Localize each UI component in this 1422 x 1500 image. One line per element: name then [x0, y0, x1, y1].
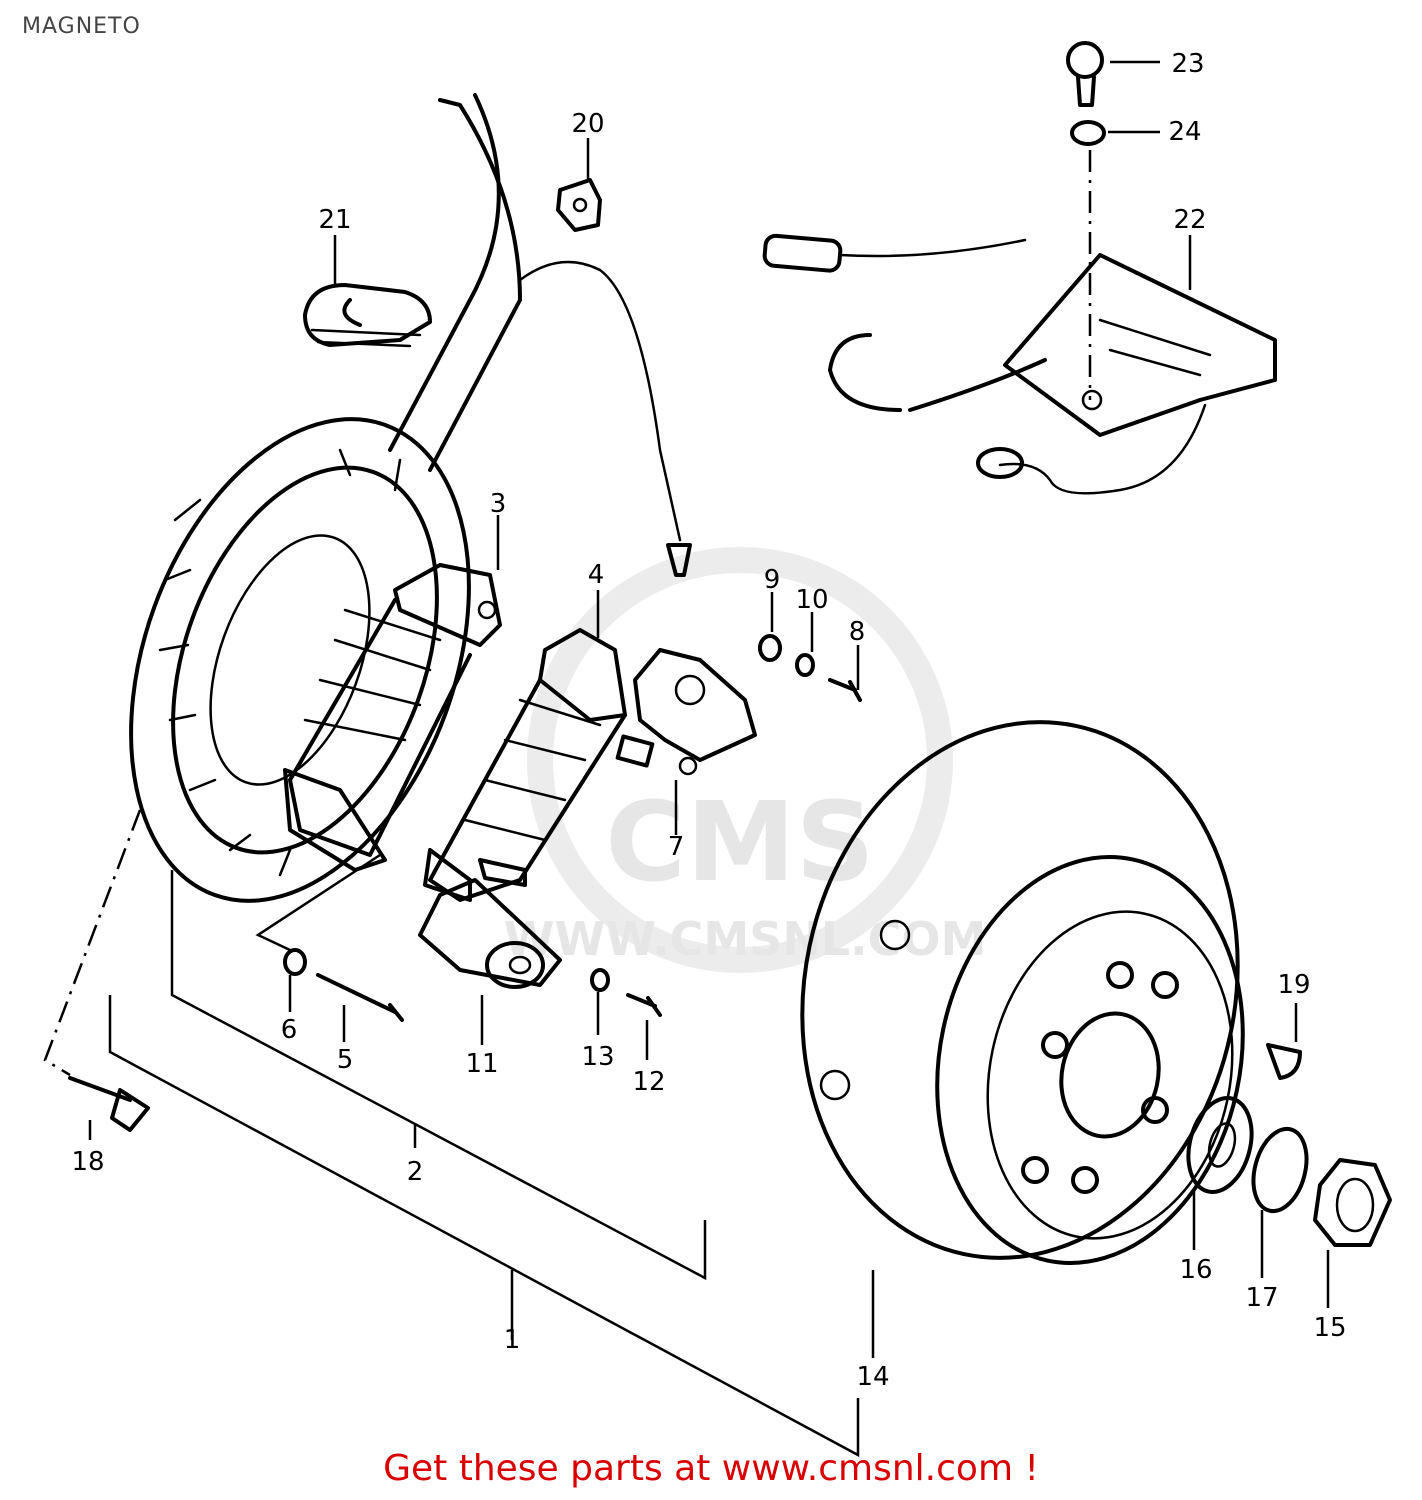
stator-wire-harness [388, 93, 692, 577]
part-5-screw [316, 973, 404, 1022]
part-3-lighting-coil [283, 563, 502, 872]
callout-19: 19 [1277, 970, 1310, 1000]
part-16-washer [1186, 1095, 1254, 1195]
part-24-washer [1070, 120, 1106, 146]
part-20-clamp [556, 178, 602, 232]
part-13-washer [590, 968, 610, 992]
callout-5: 5 [337, 1045, 354, 1075]
callout-8: 8 [849, 617, 866, 647]
callout-2: 2 [407, 1157, 424, 1187]
bracket-part-2 [170, 870, 707, 1281]
callout-21: 21 [318, 205, 351, 235]
callout-14: 14 [856, 1362, 889, 1392]
part-14-flywheel-rotor [800, 720, 1245, 1265]
rotor-nut-and-washers [1186, 1095, 1392, 1247]
part-10-washer [795, 653, 815, 677]
watermark-brand: CMS [605, 778, 874, 906]
callout-1: 1 [504, 1325, 521, 1355]
callout-7: 7 [668, 832, 685, 862]
part-19-key [1266, 1043, 1302, 1080]
part-9-washer [758, 634, 782, 662]
part-21-grommet [303, 283, 432, 348]
part-6-washer [283, 948, 307, 976]
callout-17: 17 [1245, 1283, 1278, 1313]
part-8-screw [828, 678, 862, 702]
callout-23: 23 [1171, 49, 1204, 79]
part-4-ignition-coil [423, 628, 627, 902]
callout-11: 11 [465, 1049, 498, 1079]
leader-lines [88, 60, 1330, 1358]
callout-16: 16 [1179, 1255, 1212, 1285]
callout-10: 10 [795, 585, 828, 615]
part-17-lock-washer [1251, 1126, 1309, 1214]
page-title: MAGNETO [22, 14, 141, 39]
part-22-capacitor-assembly [762, 233, 1277, 495]
part-18-bolt [68, 1076, 150, 1132]
bracket-part-2-inner [255, 853, 381, 952]
callout-3: 3 [490, 489, 507, 519]
watermark-url: WWW.CMSNL.COM [504, 912, 987, 966]
part-23-screw [1066, 41, 1104, 107]
callout-6: 6 [281, 1015, 298, 1045]
callout-18: 18 [71, 1147, 104, 1177]
part-12-screw [626, 993, 662, 1017]
part-11-condenser [418, 858, 562, 989]
callout-12: 12 [632, 1067, 665, 1097]
part-15-nut [1313, 1158, 1392, 1247]
callout-24: 24 [1168, 117, 1201, 147]
callout-15: 15 [1313, 1313, 1346, 1343]
part-7-contact-breaker [615, 648, 757, 776]
callout-9: 9 [764, 565, 781, 595]
stator-base-plate [129, 417, 471, 903]
callout-22: 22 [1173, 205, 1206, 235]
promo-footer-link[interactable]: Get these parts at www.cmsnl.com ! [383, 1448, 1039, 1489]
cms-watermark: CMS WWW.CMSNL.COM [504, 547, 987, 973]
small-hardware [68, 634, 1302, 1132]
part-18-centerline [43, 809, 142, 1077]
bracket-part-1 [108, 995, 860, 1458]
callout-13: 13 [581, 1042, 614, 1072]
callout-labels: 1 2 3 4 5 6 7 8 9 10 11 12 13 14 15 16 1… [71, 49, 1346, 1392]
callout-4: 4 [588, 560, 605, 590]
callout-20: 20 [571, 109, 604, 139]
